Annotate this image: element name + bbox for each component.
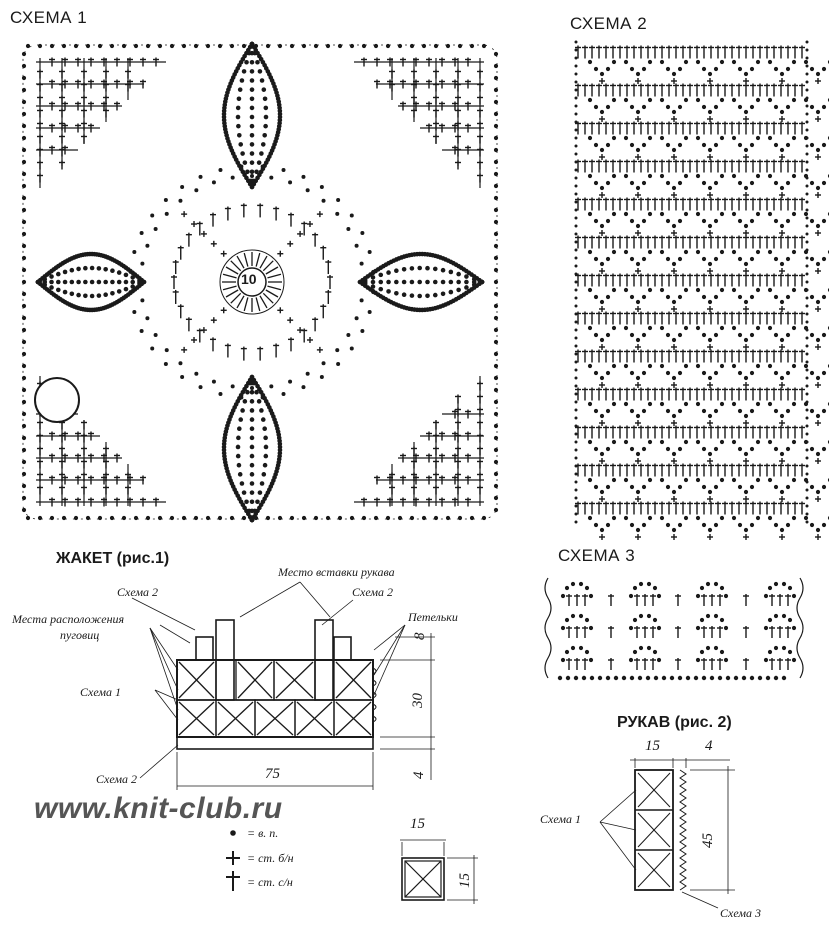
loops-label: Петельки: [408, 610, 458, 624]
legend-plus-text: = ст. б/н: [247, 851, 294, 865]
legend-dot-text: = в. п.: [247, 826, 279, 840]
legend: [226, 830, 240, 891]
scheme1-title: СХЕМА 1: [10, 8, 88, 27]
legend-plus-icon: [226, 851, 240, 865]
jacket-scheme1-label: Схема 1: [80, 685, 122, 699]
buttons-place-label: Места расположения: [12, 612, 125, 626]
jacket-schematic: [131, 581, 435, 790]
motif-square: [400, 839, 478, 904]
sleeve-scheme1-label: Схема 1: [540, 812, 582, 826]
sleeve-insert-label: Место вставки рукава: [278, 565, 395, 579]
jacket-dim-width: 75: [265, 766, 280, 782]
sleeve-dim-width: 15: [645, 738, 660, 754]
sleeve-scheme3-label: Схема 3: [720, 906, 762, 920]
sleeve-title: РУКАВ (рис. 2): [617, 714, 732, 731]
scheme3-title: СХЕМА 3: [558, 546, 636, 565]
motif-dim-width: 15: [410, 816, 425, 832]
scheme2-left-label: Схема 2: [117, 585, 159, 599]
legend-dagger-text: = ст. с/н: [247, 875, 293, 889]
website-watermark: www.knit-club.ru: [34, 792, 283, 825]
legend-dagger-icon: [226, 871, 240, 891]
buttons-place-label-2: пуговиц: [60, 628, 100, 642]
jacket-title: ЖАКЕТ (рис.1): [56, 550, 170, 567]
scheme3-chart: [544, 577, 804, 681]
scheme2-title: СХЕМА 2: [570, 14, 648, 33]
sleeve-schematic: [599, 758, 735, 909]
scheme1-chart: [21, 41, 499, 523]
scheme2-chart: [574, 40, 829, 540]
sleeve-dim-edge: 4: [705, 738, 713, 754]
jacket-scheme2-bottom-label: Схема 2: [96, 772, 138, 786]
scheme1-center-number: 10: [241, 271, 257, 287]
legend-dot-icon: [230, 830, 236, 836]
scheme2-right-label: Схема 2: [352, 585, 394, 599]
